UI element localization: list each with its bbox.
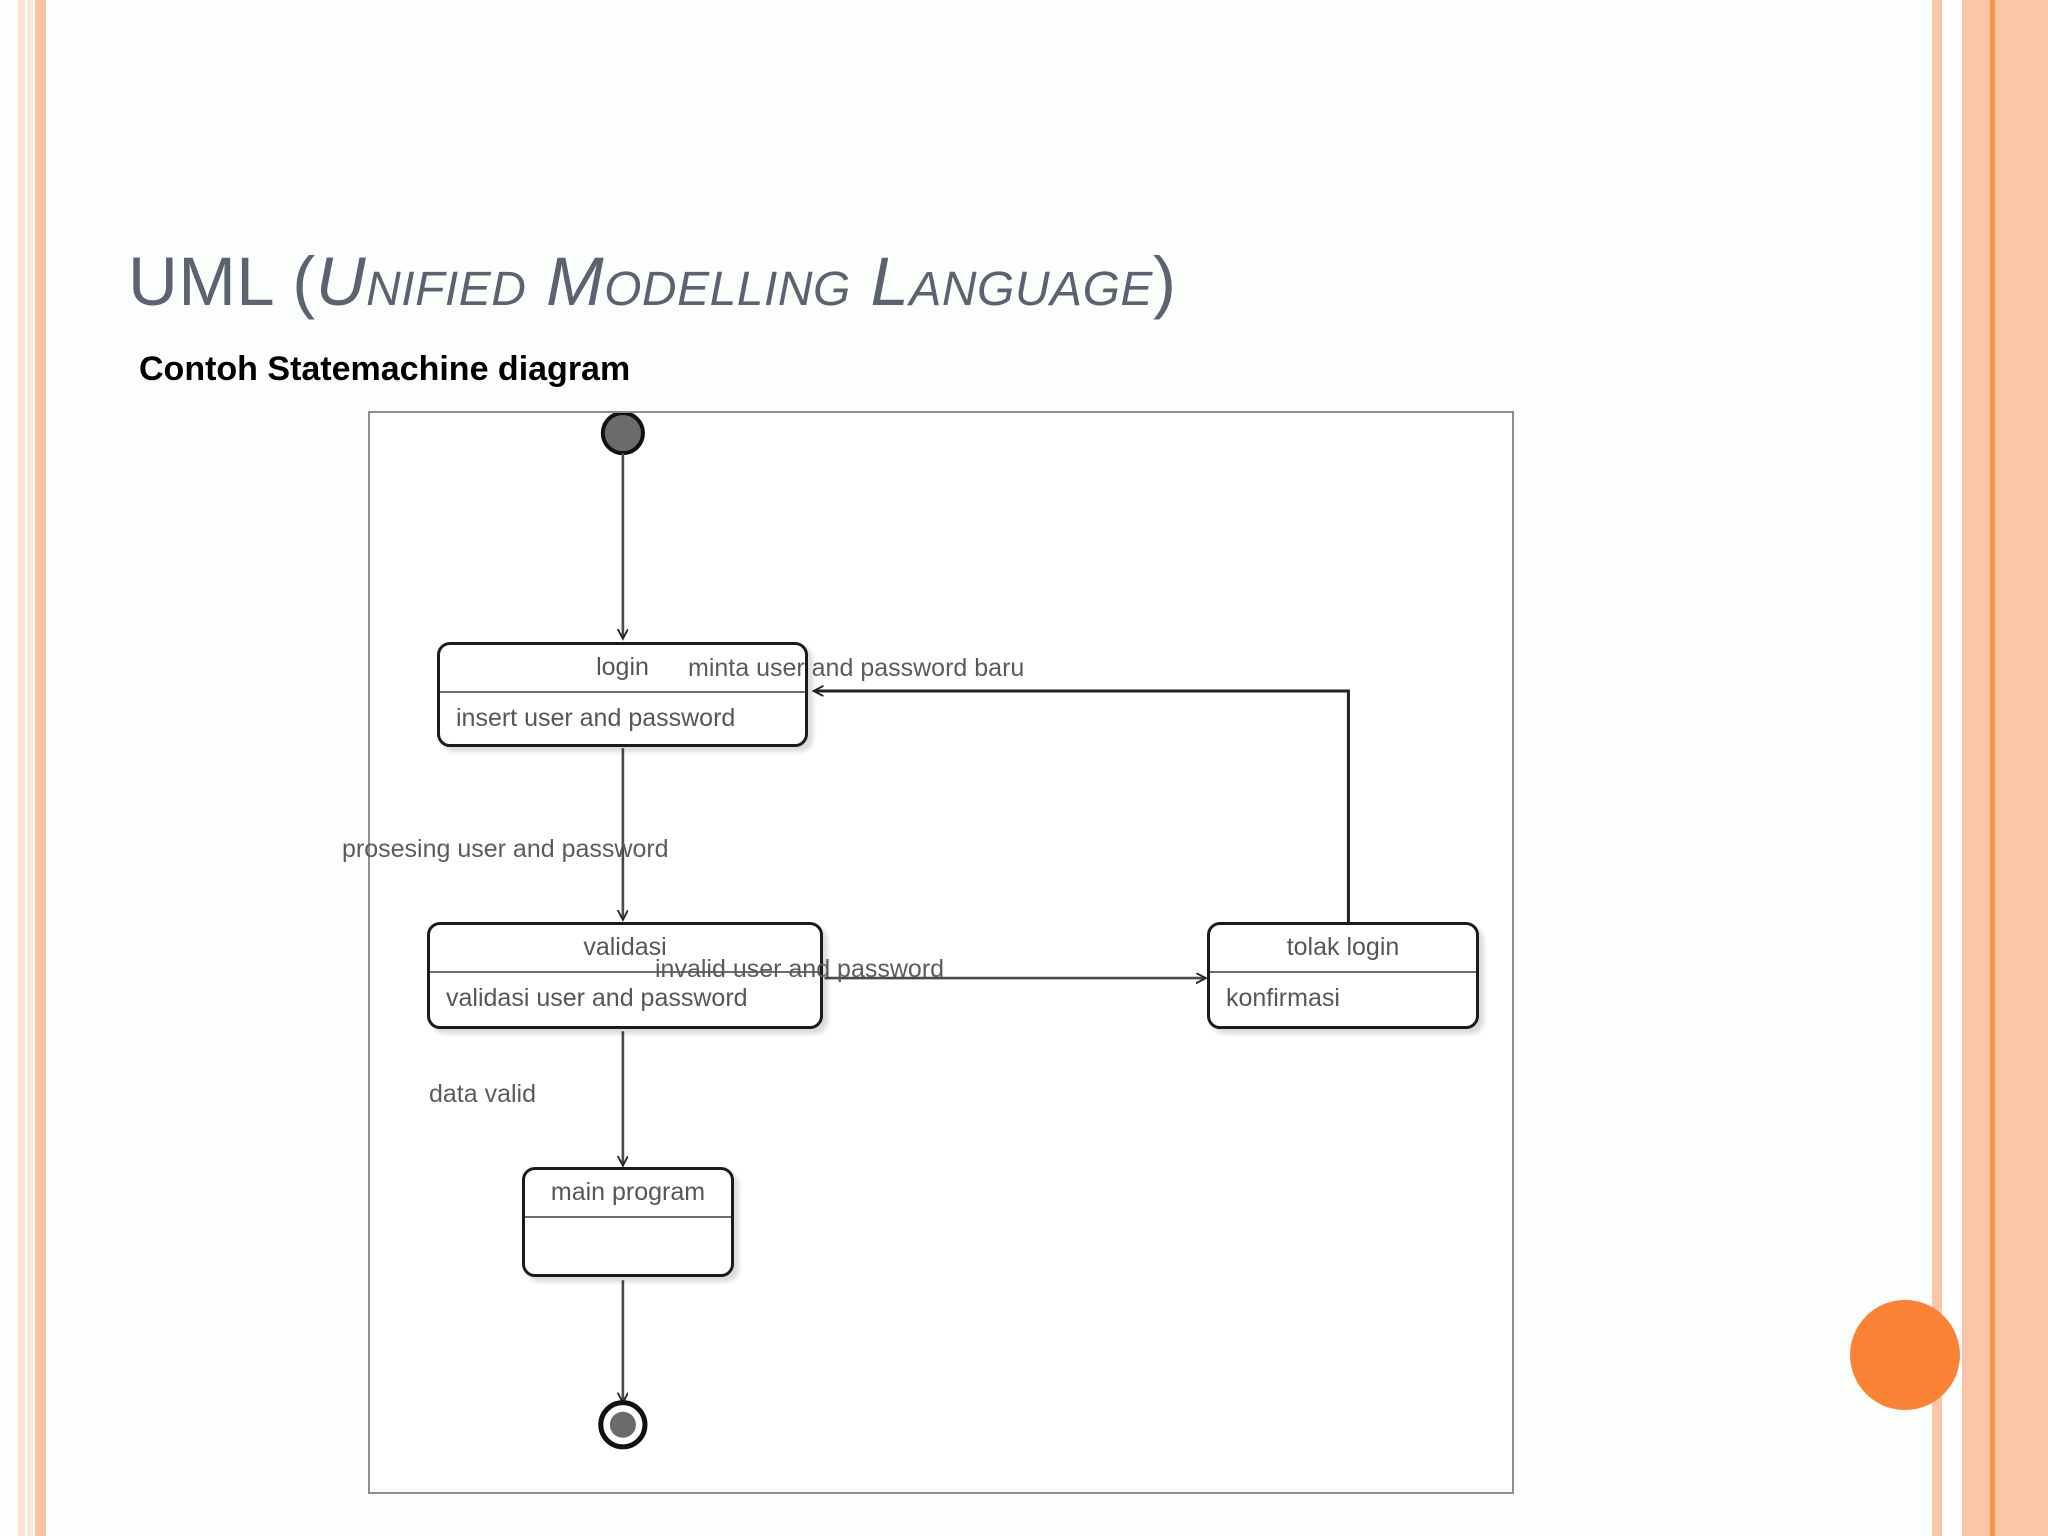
state-name: tolak login [1210, 925, 1476, 973]
state-name: login [440, 645, 805, 693]
initial-state-node [600, 413, 645, 456]
border-accent-line [1990, 0, 1995, 1536]
state-body: insert user and password [456, 704, 736, 732]
state-node-validasi[interactable]: validasi validasi user and password [427, 922, 823, 1029]
state-node-main-program[interactable]: main program [522, 1167, 734, 1277]
page-title: UML (Unified Modelling Language) [128, 242, 1176, 321]
state-name: main program [525, 1170, 731, 1218]
final-state-node [609, 1411, 636, 1438]
border-stripe-5 [1944, 0, 1962, 1536]
border-stripe-6 [1962, 0, 1990, 1536]
border-stripe-1 [18, 0, 25, 1536]
state-name: validasi [430, 925, 820, 973]
transition-label-invalid-user-password: invalid user and password [655, 955, 945, 983]
border-stripe-4 [1932, 0, 1942, 1536]
diagram-connectors [598, 413, 1350, 1450]
state-node-login[interactable]: login insert user and password [437, 642, 808, 747]
page-title-smallcaps: Unified Modelling Language [315, 243, 1153, 321]
page-title-close: ) [1152, 243, 1177, 321]
page-subtitle: Contoh Statemachine diagram [139, 350, 631, 388]
statemachine-diagram-frame: login insert user and password validasi … [342, 411, 1514, 1494]
left-decorative-border [0, 0, 62, 1536]
border-stripe-2 [27, 0, 33, 1536]
page-title-main: UML ( [128, 243, 316, 321]
right-decorative-border [1928, 0, 2048, 1536]
border-stripe-7 [1995, 0, 2048, 1536]
state-body: validasi user and password [446, 984, 748, 1012]
border-stripe-3 [35, 0, 46, 1536]
state-node-tolak-login[interactable]: tolak login konfirmasi [1207, 922, 1479, 1029]
orange-circle-decoration [1850, 1300, 1960, 1410]
final-state-ring [598, 1400, 648, 1450]
state-body: konfirmasi [1226, 984, 1340, 1012]
transition-label-minta-user-password-baru: minta user and password baru [688, 654, 1025, 682]
state-body [525, 1218, 731, 1274]
transition-label-prosesing-user-password: prosesing user and password [342, 835, 669, 863]
transition-label-data-valid: data valid [429, 1080, 537, 1108]
